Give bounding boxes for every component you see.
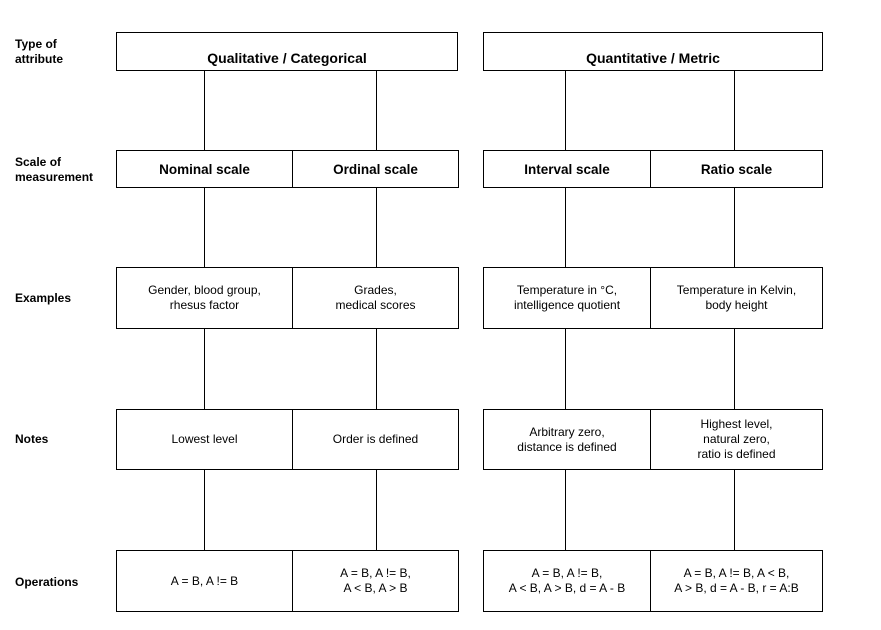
- row-label-notes: Notes: [15, 432, 49, 446]
- scale-interval-box: Interval scale: [483, 150, 651, 188]
- connector-line: [376, 328, 377, 410]
- examples-interval-box: Temperature in °C, intelligence quotient: [483, 267, 651, 329]
- connector-line: [565, 70, 566, 151]
- row-label-operations: Operations: [15, 575, 79, 589]
- connector-line: [376, 70, 377, 151]
- connector-line: [565, 187, 566, 268]
- connector-line: [204, 187, 205, 268]
- type-qualitative-box: Qualitative / Categorical: [116, 32, 458, 71]
- examples-ratio-box: Temperature in Kelvin, body height: [650, 267, 823, 329]
- examples-ordinal-box: Grades, medical scores: [292, 267, 459, 329]
- connector-line: [204, 70, 205, 151]
- row-label-type: Type of attribute: [15, 37, 63, 66]
- notes-ratio-box: Highest level, natural zero, ratio is de…: [650, 409, 823, 470]
- connector-line: [376, 187, 377, 268]
- connector-line: [734, 469, 735, 551]
- operations-nominal-box: A = B, A != B: [116, 550, 293, 612]
- scale-ratio-box: Ratio scale: [650, 150, 823, 188]
- connector-line: [734, 70, 735, 151]
- operations-ordinal-box: A = B, A != B, A < B, A > B: [292, 550, 459, 612]
- operations-ratio-box: A = B, A != B, A < B, A > B, d = A - B, …: [650, 550, 823, 612]
- connector-line: [734, 187, 735, 268]
- connector-line: [734, 328, 735, 410]
- row-label-scale: Scale of measurement: [15, 155, 94, 184]
- connector-line: [376, 469, 377, 551]
- notes-nominal-box: Lowest level: [116, 409, 293, 470]
- examples-nominal-box: Gender, blood group, rhesus factor: [116, 267, 293, 329]
- connector-line: [204, 469, 205, 551]
- connector-line: [565, 469, 566, 551]
- type-quantitative-box: Quantitative / Metric: [483, 32, 823, 71]
- notes-interval-box: Arbitrary zero, distance is defined: [483, 409, 651, 470]
- scale-nominal-box: Nominal scale: [116, 150, 293, 188]
- connector-line: [565, 328, 566, 410]
- row-label-examples: Examples: [15, 291, 72, 305]
- connector-line: [204, 328, 205, 410]
- notes-ordinal-box: Order is defined: [292, 409, 459, 470]
- scale-ordinal-box: Ordinal scale: [292, 150, 459, 188]
- operations-interval-box: A = B, A != B, A < B, A > B, d = A - B: [483, 550, 651, 612]
